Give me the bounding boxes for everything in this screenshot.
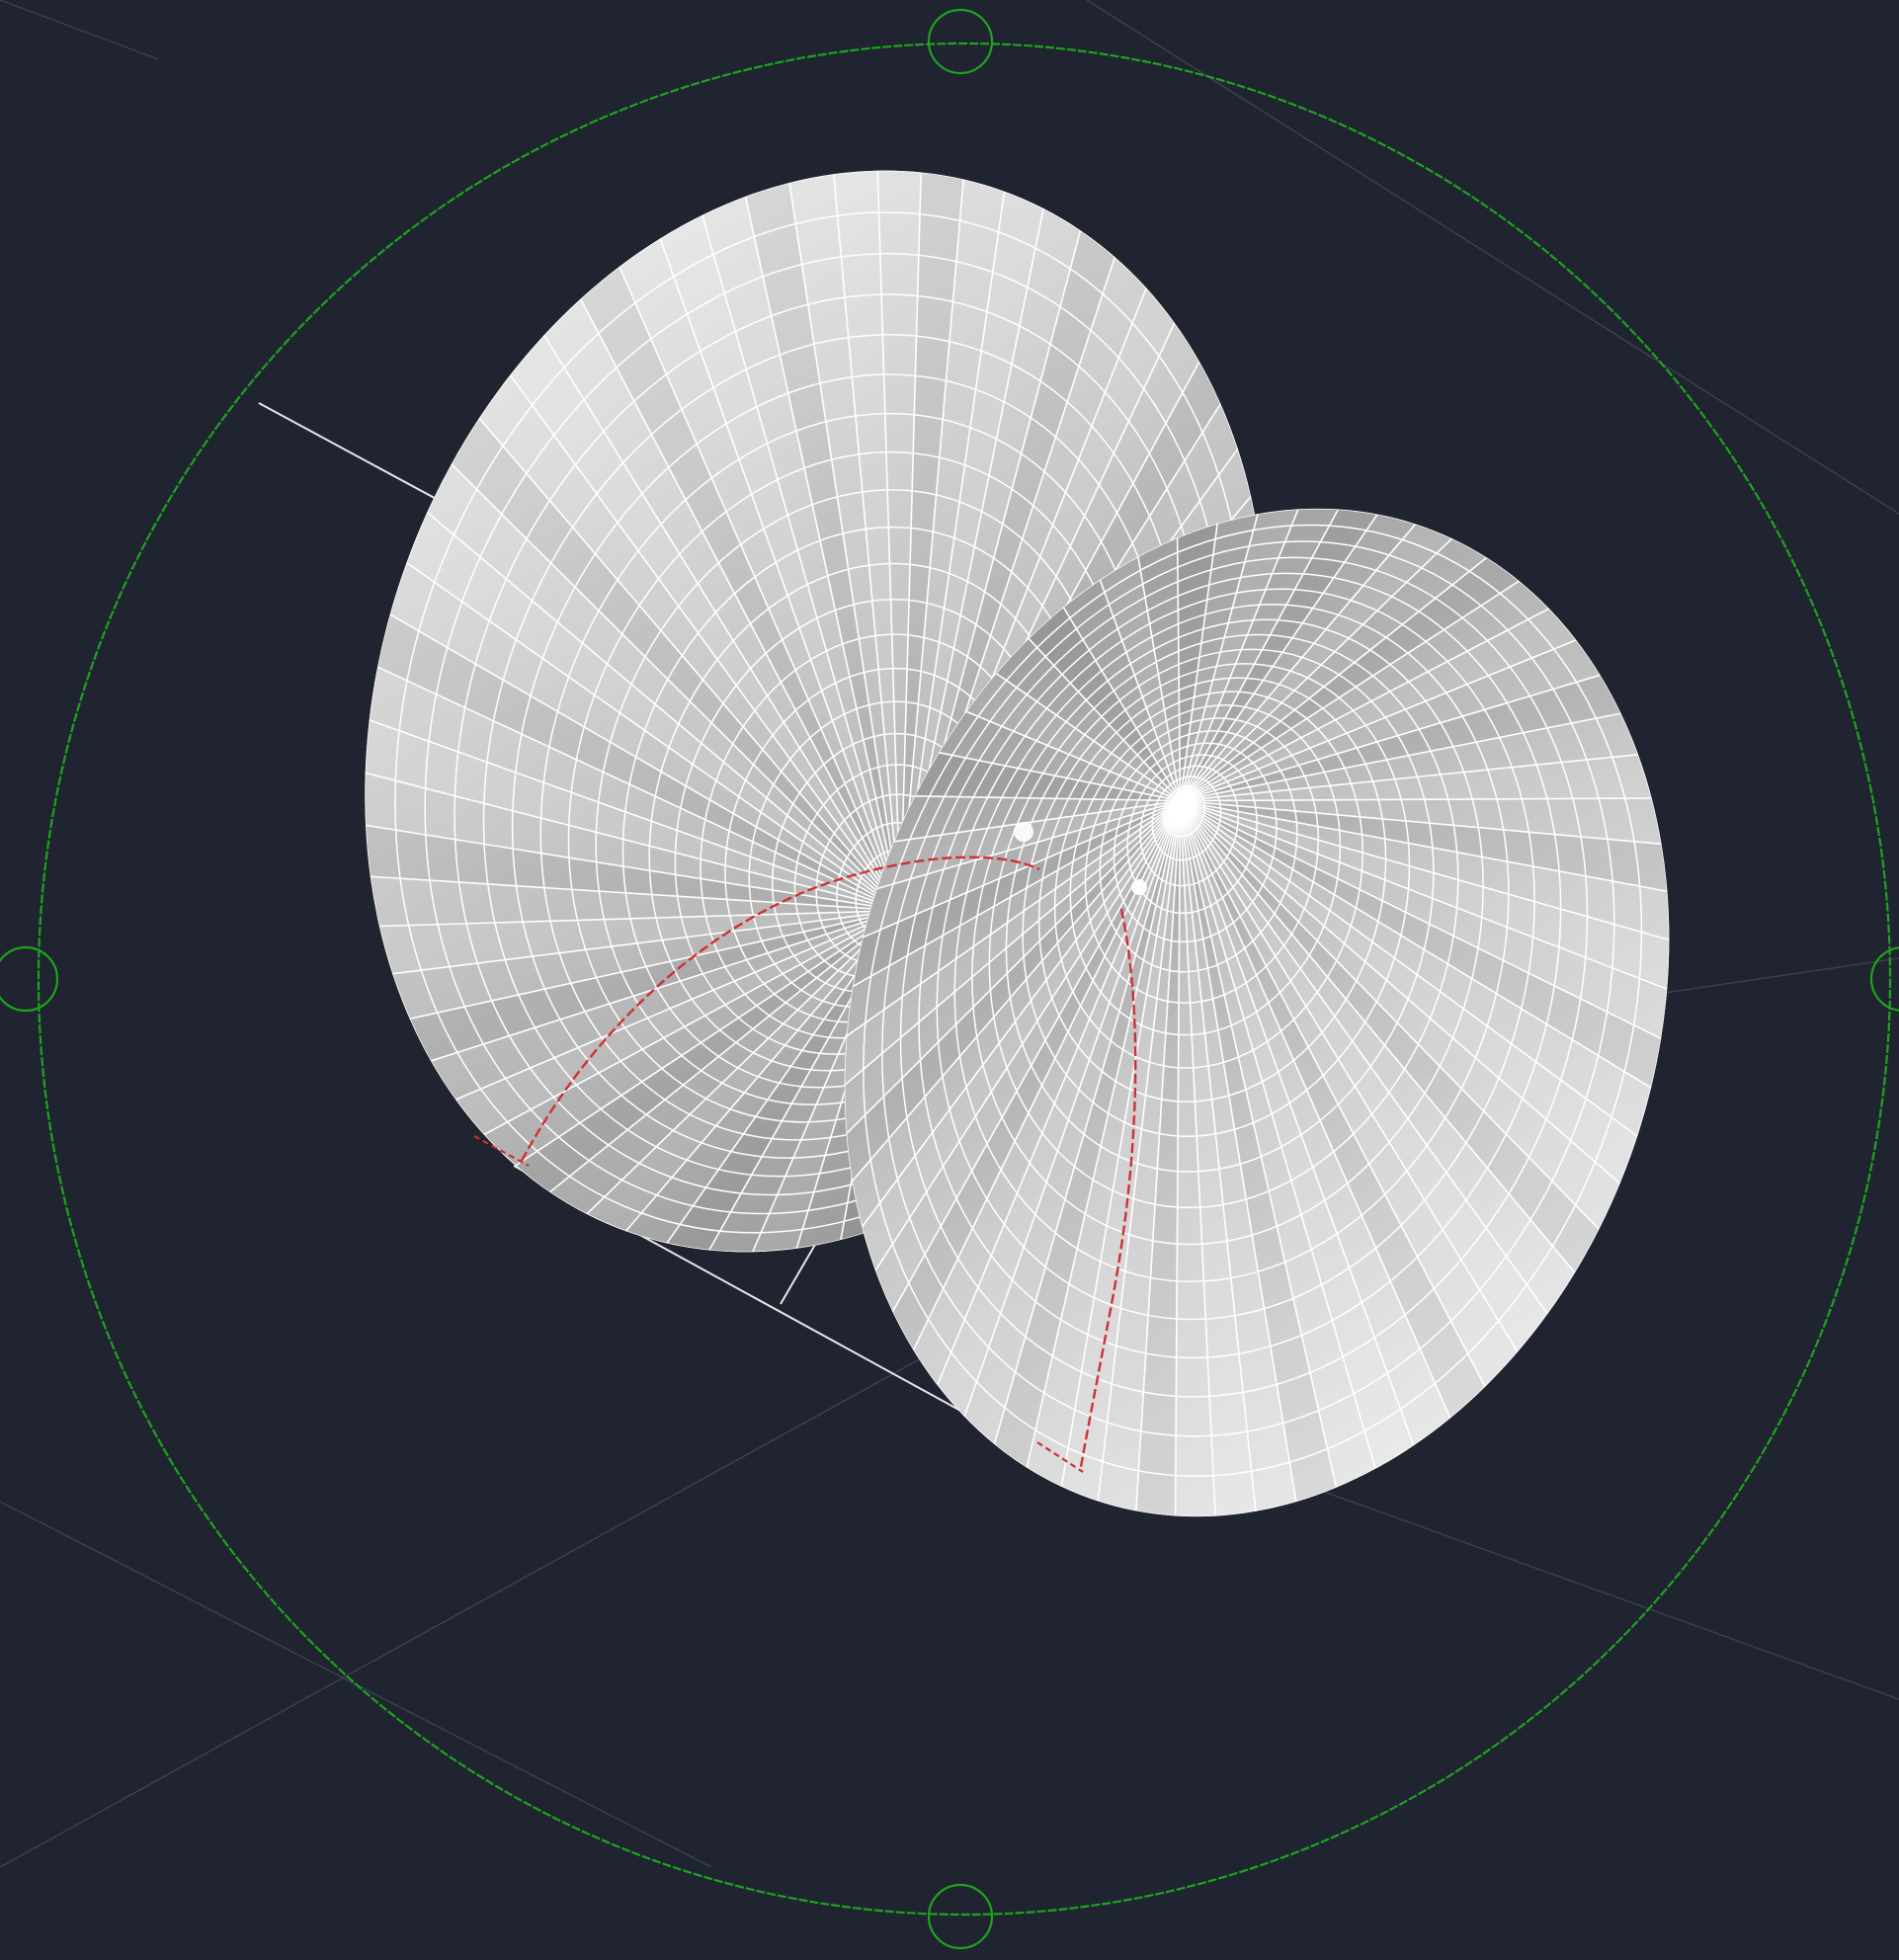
mesh-ring-line <box>1113 742 1278 943</box>
mesh-ring-line <box>1022 663 1411 1137</box>
path-curve-upper[interactable] <box>520 856 1040 1162</box>
path-curve-lower[interactable] <box>1079 908 1137 1468</box>
mesh-facet-band <box>515 910 901 1192</box>
mesh-facet-band <box>1029 607 1181 801</box>
mesh-facet-band <box>846 800 1181 1182</box>
apex-point-upper <box>1014 822 1033 842</box>
mesh-facet-band <box>1180 675 1621 801</box>
mesh-ring-line <box>881 540 1615 1437</box>
mesh-ring-line <box>1139 765 1239 887</box>
background-grid-line <box>0 1293 1038 1868</box>
mesh-ring-line <box>1162 785 1205 838</box>
mesh-facet-band <box>994 800 1181 1468</box>
mesh-ring-line <box>1084 717 1319 1004</box>
mesh-facet-band <box>510 335 901 911</box>
mesh-facet-band <box>377 613 901 911</box>
mesh-facet-band <box>1180 800 1414 1469</box>
apex-point-lower <box>1131 879 1147 895</box>
mesh-ring-line <box>953 604 1510 1282</box>
mesh-facet-band <box>900 191 1044 911</box>
surface-lower-right-mesh <box>843 508 1671 1517</box>
mesh-ring-line <box>899 556 1589 1398</box>
mesh-ring-line <box>971 618 1484 1246</box>
mesh-ring-line <box>1053 691 1363 1069</box>
mesh-ring-line <box>936 588 1535 1321</box>
background-grid-line <box>1086 0 1899 515</box>
mesh-ring-line <box>1126 754 1258 915</box>
orbit-gizmo[interactable] <box>0 8 1899 1950</box>
mesh-ring-line <box>1151 776 1222 861</box>
orbit-handle-left[interactable] <box>0 945 59 1013</box>
mesh-facet-band <box>455 910 901 1135</box>
mesh-facet-band <box>1100 556 1181 801</box>
orbit-circle[interactable] <box>37 41 1892 1917</box>
mesh-ring-line <box>1099 730 1298 973</box>
mesh-facet-band <box>406 512 901 911</box>
mesh-facet-band <box>1180 608 1577 801</box>
mesh-ring-line <box>988 633 1459 1209</box>
mesh-ring-line <box>1172 793 1192 817</box>
mesh-ring-line <box>863 524 1643 1477</box>
mesh-ring-line <box>1005 648 1435 1173</box>
mesh-ring-line <box>1069 704 1342 1036</box>
orbit-handle-bottom[interactable] <box>927 1883 994 1950</box>
mesh-ring-line <box>1037 677 1387 1102</box>
mesh-facet-band <box>914 752 1181 801</box>
mesh-facet-band <box>1180 557 1520 801</box>
path-curve-upper-tail[interactable] <box>473 1135 530 1167</box>
mesh-facet-band <box>862 800 1181 1271</box>
orbit-handle-right[interactable] <box>1869 946 1899 1012</box>
mesh-facet-band <box>1180 800 1662 1089</box>
background-grid-line <box>0 0 159 60</box>
mesh-facet-band <box>666 910 901 1251</box>
path-curve-lower-tail[interactable] <box>1036 1441 1084 1473</box>
orbit-handle-top[interactable] <box>927 8 994 75</box>
mesh-facet-band <box>660 214 901 911</box>
mesh-facet-band <box>1180 800 1638 1184</box>
mesh-facet-band <box>965 673 1181 801</box>
highlighted-path-curves[interactable] <box>473 856 1137 1473</box>
mesh-ring-line <box>918 572 1562 1359</box>
surface-lower-right-lobe[interactable] <box>717 400 1796 1624</box>
construction-line-upper <box>258 402 455 510</box>
